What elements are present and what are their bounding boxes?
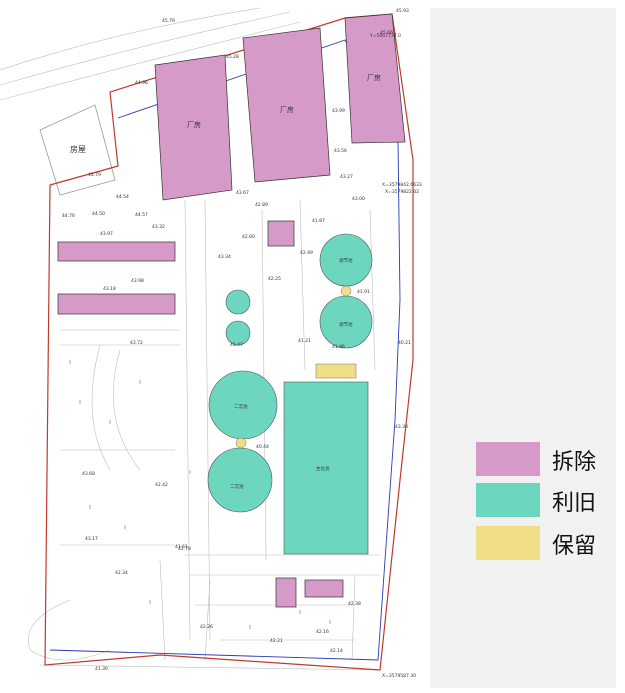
elevation-label: 42.16	[316, 629, 329, 635]
elevation-label: 43.98	[131, 278, 144, 284]
elevation-label: 41.87	[312, 218, 325, 224]
coordinate-labels: X=3579842.6633 X=3579822.02 X=3579587.30…	[369, 33, 422, 679]
coord-label-1: X=3579842.6633	[382, 182, 422, 188]
site-boundary-red	[44, 13, 414, 671]
elevation-label: 43.72	[130, 340, 143, 346]
legend-swatch-demolish	[476, 442, 540, 476]
elevation-label: 42.49	[300, 250, 313, 256]
tank-2	[319, 295, 373, 349]
house-label: 房屋	[70, 144, 86, 154]
elevation-label: 42.38	[348, 601, 361, 607]
elevation-label: 45.93	[396, 8, 409, 14]
elevation-label: 43.17	[85, 536, 98, 542]
tank-4	[207, 447, 273, 513]
map-labels: 房屋 厂房 厂房 厂房 调节池 调节池 二沉池 二沉池 生化池	[70, 73, 381, 490]
elevation-label: 43.34	[218, 254, 231, 260]
elevation-label: 43.38	[395, 424, 408, 430]
elevation-labels: 45.93 45.66 45.79 44.96 45.28 43.99 43.5…	[62, 8, 411, 672]
elevation-label: 43.97	[100, 231, 113, 237]
elevation-label: 41.21	[298, 338, 311, 344]
legend-panel	[430, 8, 616, 688]
elevation-label: 44.76	[62, 213, 75, 219]
demolish-south-block-1	[275, 577, 297, 608]
elevation-label: 41.47	[230, 342, 243, 348]
elevation-label: 42.60	[242, 234, 255, 240]
elevation-label: 41.96	[332, 344, 345, 350]
coord-label-3: X=3579587.30	[382, 673, 416, 679]
elevation-label: 43.32	[152, 224, 165, 230]
demolish-south-block-2	[304, 579, 344, 598]
elevation-label: 42.42	[155, 482, 168, 488]
pool-label: 生化池	[316, 465, 330, 472]
demolish-small-block	[267, 220, 295, 247]
legend-label-reuse: 利旧	[552, 491, 597, 516]
legend-item-demolish: 拆除	[476, 442, 616, 476]
factory-building-1	[154, 54, 233, 201]
elevation-label: 43.67	[236, 190, 249, 196]
legend-swatch-retain	[476, 526, 540, 560]
reuse-structures	[207, 233, 373, 555]
elevation-label: 44.79	[88, 172, 101, 178]
elevation-label: 40.21	[398, 340, 411, 346]
demolish-buildings	[57, 13, 406, 608]
elevation-label: 45.79	[162, 18, 175, 24]
survey-ticks	[69, 360, 331, 629]
elevation-label: 40.44	[256, 444, 269, 450]
factory-building-2	[242, 27, 331, 183]
elevation-label: 43.18	[103, 286, 116, 292]
legend-label-demolish: 拆除	[552, 450, 597, 475]
elevation-label: 42.21	[270, 638, 283, 644]
retain-small-circle-2	[235, 437, 247, 449]
factory-label-2: 厂房	[280, 105, 294, 114]
elevation-label: 42.78	[178, 546, 191, 552]
legend-item-reuse: 利旧	[476, 483, 616, 517]
large-pool	[283, 381, 369, 555]
small-tank-2	[225, 320, 251, 346]
legend-label-retain: 保留	[552, 534, 597, 559]
factory-building-3	[344, 13, 406, 144]
coord-label-2: X=3579822.02	[385, 189, 419, 195]
elevation-label: 43.99	[332, 108, 345, 114]
retain-block	[315, 363, 357, 379]
elevation-label: 44.96	[135, 80, 148, 86]
factory-label-1: 厂房	[187, 120, 201, 129]
retain-small-circle-1	[340, 285, 352, 297]
demolish-strip-2	[57, 293, 176, 315]
elevation-label: 44.57	[135, 212, 148, 218]
elevation-label: 42.25	[268, 276, 281, 282]
coord-label-4: Y=5067737.0	[369, 33, 401, 39]
elevation-label: 41.61	[175, 544, 188, 550]
retain-structures	[235, 285, 357, 449]
elevation-label: 43.27	[340, 174, 353, 180]
demolish-strip-1	[57, 241, 176, 262]
elevation-label: 45.66	[380, 30, 393, 36]
elevation-label: 41.91	[357, 289, 370, 295]
legend-item-retain: 保留	[476, 526, 616, 560]
elevation-label: 41.30	[95, 666, 108, 672]
elevation-label: 42.26	[200, 624, 213, 630]
elevation-label: 43.56	[334, 148, 347, 154]
tank-label-1: 调节池	[339, 257, 353, 264]
elevation-label: 43.68	[82, 471, 95, 477]
elevation-label: 43.00	[352, 196, 365, 202]
elevation-label: 42.89	[255, 202, 268, 208]
tank-label-3: 二沉池	[234, 403, 248, 410]
tank-label-2: 调节池	[339, 321, 353, 328]
elevation-label: 42.34	[115, 570, 128, 576]
elevation-label: 44.54	[116, 194, 129, 200]
elevation-label: 44.50	[92, 211, 105, 217]
small-tank-1	[225, 289, 251, 315]
elevation-label: 42.14	[330, 648, 343, 654]
tank-label-4: 二沉池	[230, 483, 244, 490]
factory-label-3: 厂房	[367, 73, 381, 82]
legend-swatch-reuse	[476, 483, 540, 517]
elevation-label: 45.28	[226, 54, 239, 60]
